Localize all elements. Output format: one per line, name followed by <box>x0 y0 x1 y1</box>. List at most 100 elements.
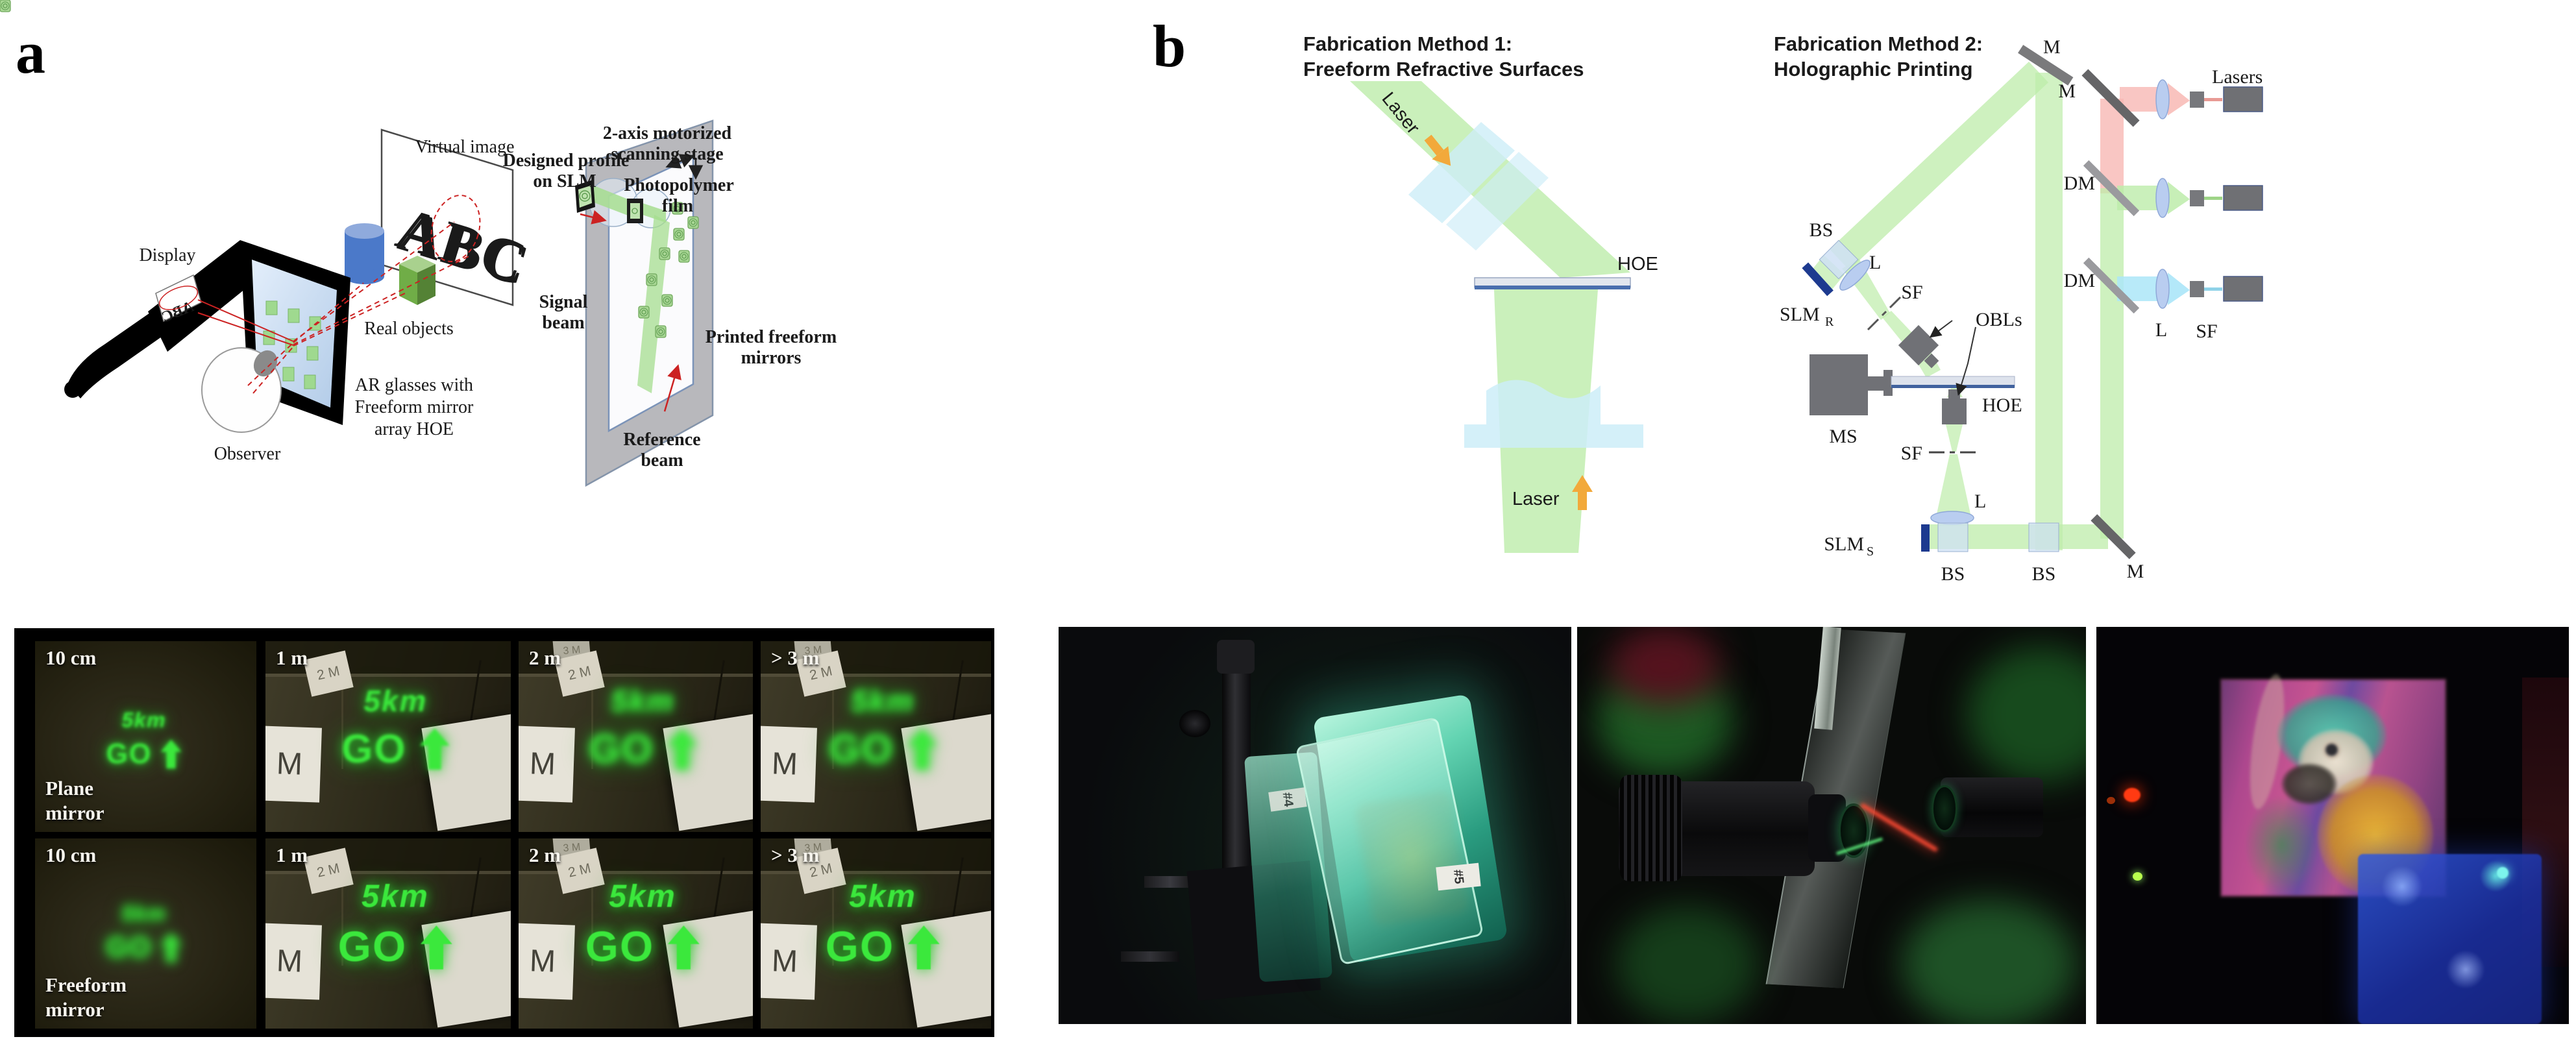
beam-splitter-reference <box>1819 239 1859 280</box>
photo-plane-2m: 3 M 2 M M 5km GO 2 m <box>519 641 753 832</box>
mirror-bottom <box>2091 514 2136 559</box>
observer-pupil <box>253 350 278 377</box>
marker-card-m: M <box>265 726 322 803</box>
holo-up-arrow-icon <box>421 925 453 970</box>
red-led-dot <box>2124 788 2141 802</box>
hologram: 5km GO <box>589 683 697 772</box>
label-bs-2: BS <box>2032 563 2056 585</box>
fabrication-method-2-diagram: Fabrication Method 2: Holographic Printi… <box>1774 32 2263 585</box>
printed-label-2: mirrors <box>741 348 802 368</box>
virtual-image-label: Virtual image <box>415 137 514 157</box>
ar-glasses-label-2: Freeform mirror <box>355 397 474 417</box>
label-hoe: HOE <box>1982 395 2022 416</box>
photo-holographic-printing-setup <box>1577 627 2086 1024</box>
method1-title-1: Fabrication Method 1: <box>1303 32 1512 55</box>
distance-label: 1 m <box>276 844 308 866</box>
freeform-refractive-plate-1 <box>1408 122 1515 223</box>
row-label-plane: Plane mirror <box>45 777 104 824</box>
reference-label-2: beam <box>641 450 683 470</box>
display-abc-ellipse <box>158 286 199 310</box>
label-lens-signal: L <box>1974 491 1986 512</box>
slm-signal <box>1921 524 1930 552</box>
motorized-stage-arm <box>1868 376 1885 391</box>
lens-signal <box>1930 511 1974 525</box>
motorized-stage-body <box>1809 354 1868 415</box>
photo-freeform-1m: 2 M M 5km GO 1 m <box>265 838 511 1029</box>
label-bs-reference: BS <box>1809 219 1834 241</box>
ar-glasses-diagram: ABC ABC Virtual image Real objects <box>64 128 537 464</box>
real-objects-label: Real objects <box>364 319 454 339</box>
hologram: 5km GO <box>829 683 937 772</box>
label-slm-signal-sub: S <box>1867 544 1874 559</box>
collimating-lens-red <box>2155 79 2170 119</box>
laser-box-red <box>2223 86 2263 112</box>
laser-direction-arrow-up <box>1572 475 1593 510</box>
marker-card-m: M <box>761 923 818 1000</box>
holo-go: GO <box>106 738 152 770</box>
spatial-filter-blue <box>2190 281 2204 297</box>
sticker-5: #5 <box>1436 862 1481 891</box>
panel-a-label: a <box>16 19 45 86</box>
label-lens-reference: L <box>1869 252 1881 273</box>
method1-incident-beam <box>1350 81 1630 278</box>
distance-label: 10 cm <box>45 646 97 669</box>
label-ms: MS <box>1829 426 1857 447</box>
obls-arrow-2 <box>1956 326 1976 396</box>
beam-splitter-1 <box>1937 522 1969 552</box>
label-slm-reference-sub: R <box>1825 315 1834 329</box>
label-dm-2: DM <box>2064 270 2095 291</box>
laser-direction-arrow-down <box>1424 134 1451 166</box>
real-object-cylinder <box>345 223 384 284</box>
photo-freeform-optics-setup: #4 #5 <box>1059 627 1571 1024</box>
photo-plane-10cm: 5km GO 10 cm Plane mirror <box>35 641 256 832</box>
display-label: Display <box>139 245 195 265</box>
spatial-filter-red <box>2190 92 2204 108</box>
holo-up-arrow-icon <box>908 925 940 970</box>
stage-label-2: scanning stage <box>611 144 723 164</box>
glasses-left-housing <box>148 240 256 352</box>
obls-arrow-1 <box>1929 320 1953 338</box>
slm-label-1: Designed profile <box>503 151 630 171</box>
hologram: 5km GO <box>106 901 182 964</box>
method1-laser-label-bottom: Laser <box>1512 489 1560 509</box>
mirror-top <box>2018 45 2074 86</box>
spatial-filter-green <box>2190 190 2204 206</box>
x-axis-motion-arrow <box>665 154 695 169</box>
label-lasers: Lasers <box>2212 66 2263 88</box>
collimating-lens-green <box>2155 178 2170 218</box>
panel-b-label: b <box>1153 13 1186 79</box>
photo-freeform-2m: 3 M 2 M M 5km GO 2 m <box>519 838 753 1029</box>
hologram: 5km GO <box>341 683 450 772</box>
green-led-dot <box>2133 872 2142 881</box>
scanning-stage-diagram: 2-axis motorized scanning stage Designed… <box>0 0 837 487</box>
label-sf-row: SF <box>2196 321 2217 342</box>
collimating-lens-blue <box>2155 269 2170 309</box>
laser-box-green <box>2223 185 2263 211</box>
distance-label: 2 m <box>529 646 561 669</box>
holo-up-arrow-icon <box>160 739 182 769</box>
label-dm-1: DM <box>2064 173 2095 194</box>
method2-title-1: Fabrication Method 2: <box>1774 32 1983 55</box>
label-sf-reference: SF <box>1901 282 1922 303</box>
hologram: 5km GO <box>585 877 700 971</box>
signal-beam-arrow <box>580 210 607 225</box>
slm-reference <box>1802 262 1834 297</box>
fabrication-method-1-diagram: Fabrication Method 1: Freeform Refractiv… <box>1303 32 1658 553</box>
hoe-blue-glow <box>2358 854 2542 1024</box>
ar-glasses-label-3: array HOE <box>374 419 454 439</box>
hologram-photo-grid: 5km GO 10 cm Plane mirror 2 M M 5km GO <box>14 628 994 1037</box>
light-rays <box>197 221 469 394</box>
lens-reference <box>1839 260 1871 291</box>
beam-splitter-2 <box>2028 522 2059 552</box>
freeform-refractive-plate-2 <box>1446 152 1549 250</box>
slm-element <box>575 180 595 213</box>
signal-beam-shape <box>594 186 630 216</box>
photo-freeform-10cm: 5km GO 10 cm Freeform mirror <box>35 838 256 1029</box>
printed-mirror-chips <box>0 0 699 338</box>
motorized-stage-clamp <box>1883 370 1893 396</box>
adjustment-knob <box>1179 710 1210 737</box>
distance-label: > 3 m <box>771 646 820 669</box>
stage-labels: 2-axis motorized scanning stage Designed… <box>503 123 837 470</box>
real-object-cube <box>399 256 435 305</box>
